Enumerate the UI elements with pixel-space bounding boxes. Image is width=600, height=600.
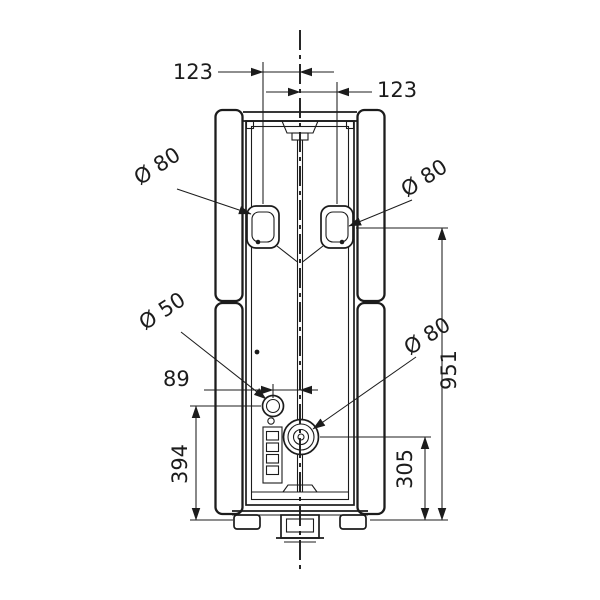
dim-label-flange-left-dia: Ø 80	[130, 142, 185, 189]
dim-label-small-hole-offset: 89	[163, 367, 190, 391]
dim-outlet-height: 305	[320, 436, 431, 521]
label-flange-right-dia: Ø 80	[348, 154, 452, 227]
flue-pipes	[276, 245, 324, 263]
dim-offset-right: 123	[266, 78, 417, 204]
dim-total-height: 951	[356, 227, 461, 521]
flange-right-inner	[325, 211, 349, 243]
right-wall-top	[356, 108, 386, 303]
base	[232, 510, 368, 543]
dim-label-outlet-height: 305	[393, 449, 417, 489]
dim-label-small-hole-height: 394	[168, 444, 192, 484]
flange-right	[320, 205, 354, 249]
small-hole-inner	[265, 398, 281, 414]
dim-label-small-hole-dia: Ø 50	[135, 287, 190, 334]
outlet-outer	[282, 418, 320, 456]
panel-dot	[254, 349, 260, 355]
ladder-detail	[262, 417, 283, 484]
dim-offset-left: 123	[173, 60, 334, 204]
foot-left	[233, 514, 261, 530]
cavity-outer	[245, 120, 355, 506]
flange-left	[246, 205, 280, 249]
dim-label-total-height: 951	[437, 350, 461, 390]
left-wall-bottom	[214, 301, 244, 516]
outlet-hole	[282, 418, 320, 456]
left-wall-top	[214, 108, 244, 303]
flange-left-inner	[251, 211, 275, 243]
dim-label-flange-right-dia: Ø 80	[397, 154, 452, 201]
right-wall-bottom	[356, 301, 386, 516]
dim-label-offset-left: 123	[173, 60, 213, 84]
dim-small-hole-offset: 89	[163, 367, 318, 398]
dim-label-offset-right: 123	[377, 78, 417, 102]
label-flange-left-dia: Ø 80	[130, 142, 252, 215]
foot-right	[339, 514, 367, 530]
dim-small-hole-height: 394	[168, 405, 261, 521]
